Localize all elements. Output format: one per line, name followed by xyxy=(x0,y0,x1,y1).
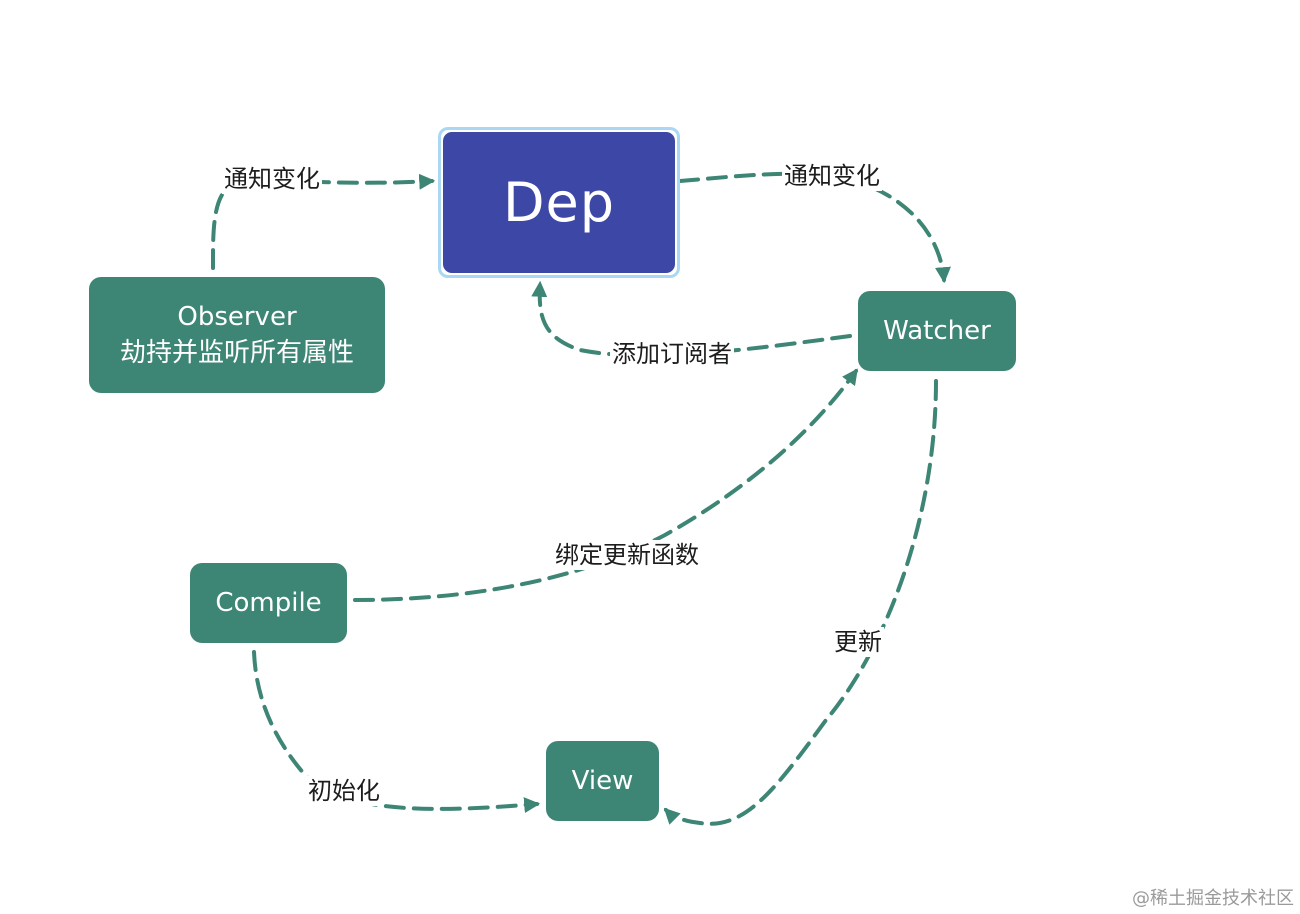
edge-label-compile-to-watcher: 绑定更新函数 xyxy=(553,540,701,570)
edge-label-observer-to-dep: 通知变化 xyxy=(222,164,322,194)
observer-title: Observer xyxy=(177,302,297,332)
compile-node: Compile xyxy=(190,563,347,643)
observer-description: 劫持并监听所有属性 xyxy=(119,338,354,368)
observer-node: Observer 劫持并监听所有属性 xyxy=(89,277,385,393)
edge-compile-to-watcher xyxy=(353,368,858,602)
view-label: View xyxy=(571,766,634,796)
dep-label: Dep xyxy=(502,171,616,234)
compile-label: Compile xyxy=(215,588,322,618)
watermark: @稀土掘金技术社区 xyxy=(1132,888,1294,909)
edge-compile-to-view xyxy=(252,650,541,814)
dep-node: Dep xyxy=(443,132,675,273)
watcher-label: Watcher xyxy=(883,316,991,346)
watcher-node: Watcher xyxy=(858,291,1016,371)
edge-watcher-to-view xyxy=(663,379,938,826)
edge-label-watcher-to-dep: 添加订阅者 xyxy=(610,339,734,369)
edge-label-compile-to-view: 初始化 xyxy=(306,776,382,806)
edge-label-dep-to-watcher: 通知变化 xyxy=(782,161,882,191)
edge-label-watcher-to-view: 更新 xyxy=(832,627,884,657)
view-node: View xyxy=(546,741,659,821)
